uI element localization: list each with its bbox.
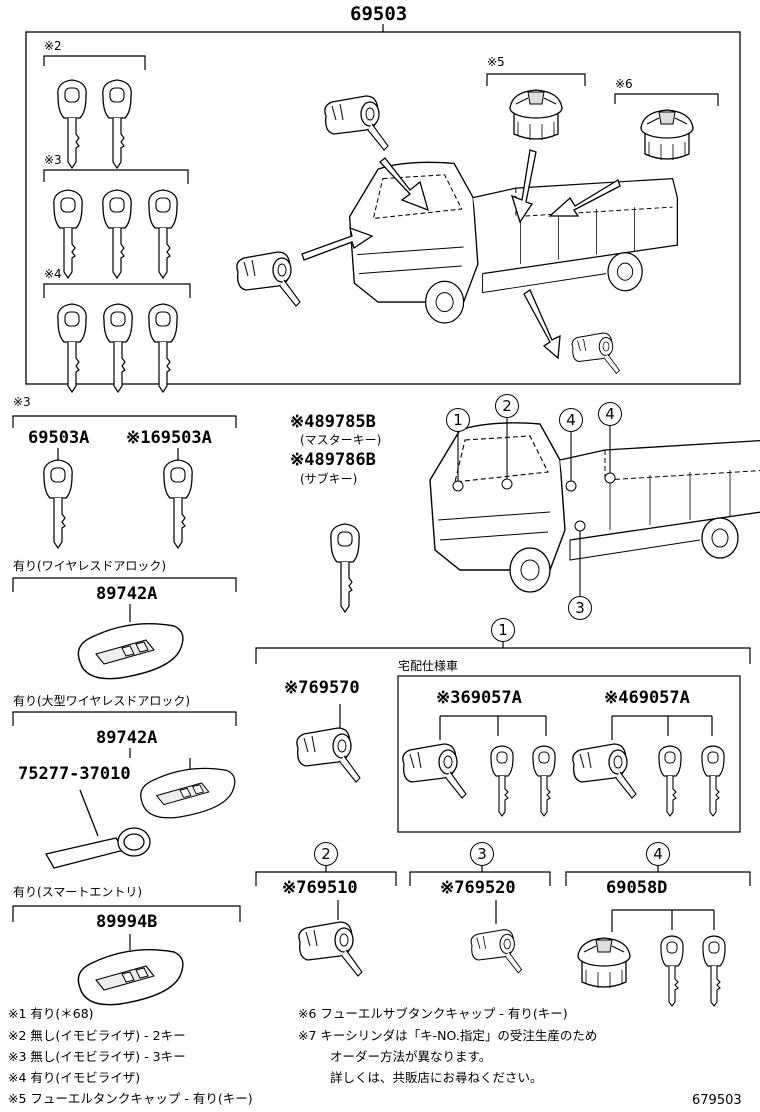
group2-bracket <box>43 55 146 70</box>
key-69503A-alt-icon <box>163 459 193 549</box>
figure-number: 679503 <box>692 1093 742 1108</box>
truck-illustration-icon <box>348 161 679 324</box>
section4-cap-icon <box>577 937 631 989</box>
note-1: ※1 有り(＊68) <box>8 1006 94 1021</box>
smart-entry-label: 有り(スマートエントリ) <box>13 885 143 899</box>
part-89742A[interactable]: 89742A <box>96 584 158 604</box>
truck-callout-3[interactable]: 3 <box>568 596 592 620</box>
part-69503A-alt[interactable]: ※169503A <box>126 428 212 448</box>
truck-callout-illustration-icon <box>429 422 760 593</box>
fuel-cap-icon <box>509 89 563 141</box>
cap5-mark: ※5 <box>487 55 505 69</box>
cap6-bracket <box>614 93 719 106</box>
master-key-label: (マスターキー) <box>300 433 382 447</box>
section2-number: 2 <box>314 842 338 866</box>
group4-mark: ※4 <box>44 267 62 281</box>
left-section-mark: ※3 <box>13 395 31 409</box>
cap6-mark: ※6 <box>615 77 633 91</box>
ignition-cylinder-icon <box>236 251 301 307</box>
note-3: ※3 無し(イモビライザ) - 3キー <box>8 1049 186 1064</box>
callout-dots <box>452 472 616 532</box>
part-69510[interactable]: ※769510 <box>282 878 358 898</box>
note-7-line2: オーダー方法が異なります。 <box>330 1049 492 1064</box>
delivery-key-icon <box>490 745 514 817</box>
kit-key-icon <box>148 189 178 279</box>
section4-key-icon <box>660 935 684 1007</box>
assembly-number: 69503 <box>350 3 408 25</box>
group3-mark: ※3 <box>44 153 62 167</box>
section4-key-icon <box>702 935 726 1007</box>
key-69503A-icon <box>43 459 73 549</box>
section1-bracket <box>255 640 751 833</box>
section1-number: 1 <box>491 618 515 642</box>
group3-bracket <box>43 169 189 184</box>
delivery-spec-label: 宅配仕様車 <box>398 659 459 673</box>
part-69503A[interactable]: 69503A <box>28 428 90 448</box>
kit-key-icon <box>57 79 87 169</box>
note-7: ※7 キーシリンダは「キ-NO.指定」の受注生産のため <box>298 1028 598 1043</box>
truck-callout-4a[interactable]: 4 <box>559 408 583 432</box>
fuel-subtank-cap-icon <box>640 109 694 161</box>
wireless-remote-icon <box>77 623 184 680</box>
part-69058D[interactable]: 69058D <box>606 878 668 898</box>
truck-callout-2[interactable]: 2 <box>495 394 519 418</box>
part-89742A-large[interactable]: 89742A <box>96 728 158 748</box>
callout-leaders <box>457 416 611 596</box>
kit-key-icon <box>148 303 178 393</box>
lock-cylinder-icon <box>571 332 620 374</box>
kit-key-icon <box>57 303 87 393</box>
sub-key-label: (サブキー) <box>300 472 358 486</box>
truck-callout-1[interactable]: 1 <box>446 408 470 432</box>
pointer-arrows <box>301 149 621 360</box>
note-4: ※4 有り(イモビライザ) <box>8 1070 141 1085</box>
note-2: ※2 無し(イモビライザ) - 2キー <box>8 1028 186 1043</box>
part-69520[interactable]: ※769520 <box>440 878 516 898</box>
delivery-cylinder-a-icon <box>402 743 467 799</box>
truck-callout-4b[interactable]: 4 <box>598 402 622 426</box>
key-tag-icon <box>45 789 151 869</box>
delivery-key-icon <box>658 745 682 817</box>
kit-key-icon <box>103 303 133 393</box>
delivery-key-icon <box>532 745 556 817</box>
cap5-bracket <box>486 73 586 86</box>
note-7-line3: 詳しくは、共販店にお尋ねください。 <box>330 1070 543 1085</box>
delivery-cylinder-b-icon <box>572 743 637 799</box>
section3-cylinder-icon <box>470 929 523 974</box>
part-69057A-3[interactable]: ※369057A <box>436 688 522 708</box>
group4-bracket <box>43 283 191 298</box>
note-5: ※5 フューエルタンクキャップ - 有り(キー) <box>8 1091 253 1106</box>
part-69057A-4[interactable]: ※469057A <box>604 688 690 708</box>
smart-entry-bracket <box>12 905 241 950</box>
kit-key-icon <box>102 189 132 279</box>
kit-key-icon <box>53 189 83 279</box>
group2-mark: ※2 <box>44 39 62 53</box>
section2-cylinder-icon <box>298 921 363 977</box>
master-key-icon <box>330 523 360 613</box>
delivery-key-icon <box>701 745 725 817</box>
large-wireless-remote-icon <box>140 767 236 819</box>
part-89785B[interactable]: ※489785B <box>290 412 376 432</box>
section4-number: 4 <box>646 842 670 866</box>
smart-entry-remote-icon <box>77 949 184 1006</box>
wireless-bracket <box>12 577 237 622</box>
part-75277-37010[interactable]: 75277-37010 <box>18 764 131 784</box>
door-lock-cylinder-icon <box>324 95 389 151</box>
part-89994B[interactable]: 89994B <box>96 912 158 932</box>
section3-number: 3 <box>470 842 494 866</box>
lower-section-brackets <box>255 866 751 932</box>
part-69570[interactable]: ※769570 <box>284 678 360 698</box>
kit-key-icon <box>102 79 132 169</box>
note-6: ※6 フューエルサブタンクキャップ - 有り(キー) <box>298 1006 568 1021</box>
assembly-kit-box <box>25 24 741 385</box>
large-wireless-label: 有り(大型ワイヤレスドアロック) <box>13 694 191 708</box>
part-89786B[interactable]: ※489786B <box>290 450 376 470</box>
wireless-label: 有り(ワイヤレスドアロック) <box>13 559 167 573</box>
section1-cylinder-icon <box>296 727 361 783</box>
